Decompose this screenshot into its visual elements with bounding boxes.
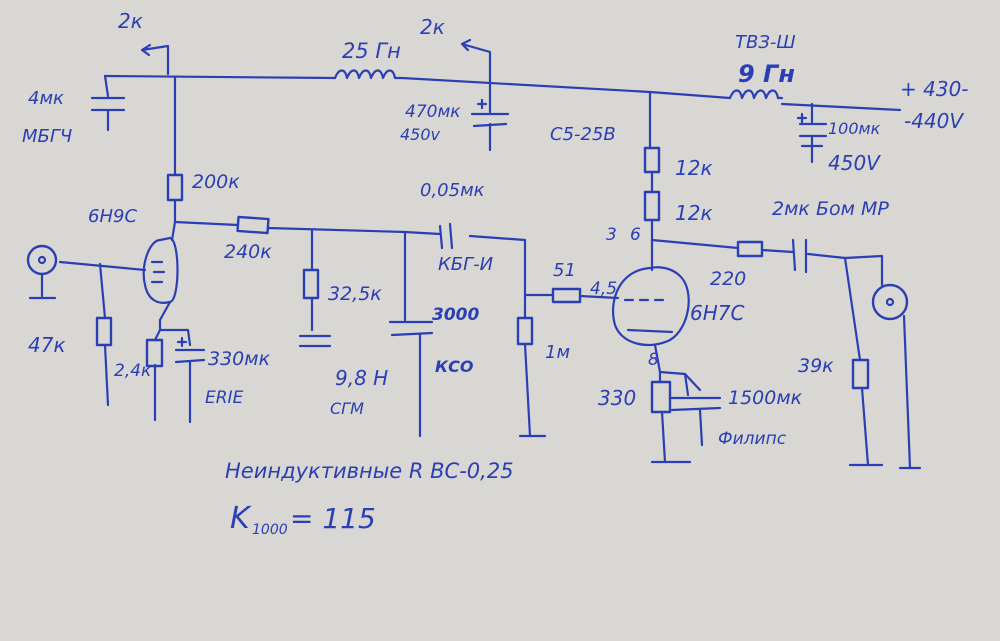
label-c2mk: 2мк Бом МР (772, 198, 889, 220)
label-r240k: 240к (224, 241, 272, 263)
resistor-240k (236, 215, 270, 235)
resistor-2-4k (145, 338, 164, 368)
tube2-grid (623, 298, 674, 334)
label-supply-a: + 430- (900, 77, 969, 101)
output-jack-pin (885, 297, 895, 307)
r1m-wire (518, 293, 547, 438)
label-pot-mid: 2к (420, 15, 445, 39)
r51-wire (523, 293, 620, 300)
r325k-wire (298, 228, 332, 348)
label-r325k: 32,5к (328, 283, 382, 305)
label-pin45: 4,5 (590, 279, 617, 299)
label-r47k: 47к (28, 333, 66, 357)
wiring (26, 38, 922, 470)
tube1-grid (150, 260, 166, 284)
label-r200k: 200к (192, 171, 240, 193)
label-note-r: Неиндуктивные R ВС-0,25 (225, 459, 514, 483)
label-r51: 51 (553, 260, 576, 281)
labels: 2к 2к 25 Гн ТВЗ-Ш 9 Гн + 430- -440V 4мк … (22, 9, 969, 538)
resistor-47k (95, 316, 113, 347)
cap-3000 (388, 230, 434, 438)
label-c100-value: 100мк (828, 119, 881, 138)
label-r220: 220 (710, 268, 746, 290)
r24k-wire (153, 328, 162, 422)
label-c005: 0,05мк (420, 180, 485, 201)
label-choke2-model: ТВЗ-Ш (735, 32, 796, 53)
label-supply-b: -440V (904, 109, 964, 133)
r330-wire (650, 370, 692, 464)
label-ind98: 9,8 Н (335, 366, 388, 390)
label-r12k-b: 12к (675, 201, 713, 225)
label-c330: 330мк (208, 348, 271, 370)
cap-1500uf (668, 372, 722, 447)
cap-100uf (796, 102, 828, 164)
resistor-51 (551, 287, 582, 304)
label-r1m: 1м (545, 342, 570, 363)
input-jack-pin (37, 255, 47, 265)
output-ground (898, 314, 922, 470)
label-c3000: 3000 (432, 305, 479, 325)
label-philips: Филипс (718, 429, 787, 449)
label-choke1: 25 Гн (342, 39, 401, 63)
choke-25h (333, 69, 404, 80)
cathode-node (158, 318, 192, 347)
resistor-12k-a (643, 146, 661, 174)
label-r39k: 39к (798, 355, 834, 377)
r12k-wire (648, 90, 654, 242)
label-c-left-value: 4мк (28, 88, 64, 109)
label-cgm: СГМ (330, 399, 364, 418)
r39k-wire (843, 256, 884, 467)
tube1-pins (58, 220, 177, 322)
label-c100-voltage: 450V (828, 151, 881, 175)
label-r24k: 2,4к (114, 361, 152, 381)
label-c470-value: 470мк (405, 102, 461, 122)
resistor-39k (851, 358, 870, 390)
cap-2uf (791, 238, 808, 274)
resistor-220 (736, 240, 764, 258)
label-erie: ERIE (205, 388, 244, 408)
tube2-pins (650, 238, 702, 392)
resistor-1m (516, 316, 534, 346)
label-tube1: 6Н9С (88, 206, 137, 227)
choke-9h (728, 89, 784, 100)
label-c1500: 1500мк (728, 387, 803, 409)
cap-470uf (470, 83, 510, 152)
resistor-200k (166, 173, 184, 202)
cap-330uf (174, 336, 206, 424)
tube1-envelope (142, 236, 179, 304)
input-ground (28, 272, 57, 300)
label-pin6: 6 (630, 225, 641, 245)
label-gain-eq: = 115 (290, 502, 376, 535)
wire-plate-out (650, 238, 884, 287)
label-kso: КСО (435, 357, 474, 376)
label-cap-type-mid: С5-25В (550, 124, 616, 145)
label-pin8: 8 (648, 350, 659, 370)
label-pot-left: 2к (118, 9, 143, 33)
label-c470-voltage: 450v (400, 125, 441, 144)
cap-4uf (90, 74, 126, 132)
label-choke2-value: 9 Гн (738, 60, 795, 88)
pot-mid (460, 38, 492, 87)
resistor-32-5k (302, 268, 320, 300)
label-r330: 330 (598, 386, 636, 410)
cap-0-05uf (438, 222, 454, 250)
pot-left (140, 43, 170, 76)
tube2-envelope (611, 266, 690, 347)
label-tube2: 6Н7С (690, 301, 744, 325)
resistor-12k-b (643, 190, 661, 222)
label-gain-sub: 1000 (252, 522, 288, 538)
r47k-wire (98, 262, 110, 407)
label-gain-k: K (230, 501, 252, 536)
label-pin3: 3 (606, 225, 617, 245)
label-c-left-type: МБГЧ (22, 126, 72, 147)
label-r12k-a: 12к (675, 156, 713, 180)
label-kbg: КБГ-И (438, 254, 493, 275)
output-jack (871, 283, 909, 321)
